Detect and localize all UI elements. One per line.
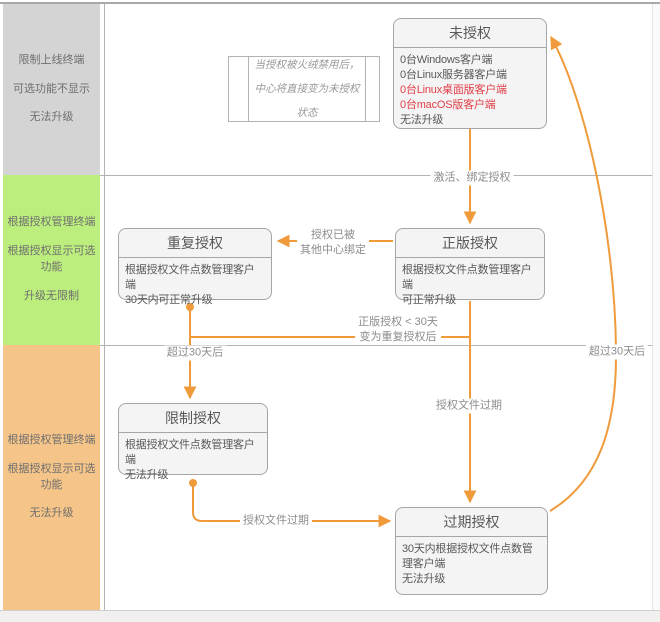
node-duplicate: 重复授权 根据授权文件点数管理客户端 30天内可正常升级 xyxy=(118,228,272,306)
node-expired: 过期授权 30天内根据授权文件点数管理客户端 无法升级 xyxy=(395,507,548,595)
lane-line: 根据授权管理终端 xyxy=(7,433,96,446)
note-text: 当授权被火绒禁用后，中心将直接变为未授权状态 xyxy=(254,59,360,119)
lane-line: 升级无限制 xyxy=(24,289,79,302)
node-title: 限制授权 xyxy=(119,404,267,433)
note-right-bar xyxy=(365,57,366,121)
node-line: 根据授权文件点数管理客户端 xyxy=(125,439,255,466)
node-title: 重复授权 xyxy=(119,229,271,258)
lane-boundary-1 xyxy=(100,175,652,176)
node-line-alert: 0台Linux桌面版客户端 xyxy=(400,84,507,96)
right-margin xyxy=(652,4,660,610)
note-left-bar xyxy=(248,57,249,121)
lane-managed-no-upgrade: 根据授权管理终端 根据授权显示可选功能 无法升级 xyxy=(3,345,100,610)
lane-line: 无法升级 xyxy=(29,507,74,520)
node-line: 无法升级 xyxy=(402,573,446,585)
edge-label-lt-30-days: 正版授权 < 30天 变为重复授权后 xyxy=(355,315,441,345)
node-line: 30天内可正常升级 xyxy=(125,294,213,306)
node-line-alert: 0台macOS版客户端 xyxy=(400,99,496,111)
edge-label-line: 其他中心绑定 xyxy=(300,244,366,256)
lane-line: 根据授权显示可选功能 xyxy=(7,245,96,273)
lane-line: 无法升级 xyxy=(29,111,74,124)
sidebar-divider xyxy=(104,4,105,610)
lane-line: 可选功能不显示 xyxy=(13,82,90,95)
node-line: 根据授权文件点数管理客户端 xyxy=(125,264,255,291)
top-border xyxy=(0,2,660,4)
edge-label-license-expired-bottom: 授权文件过期 xyxy=(240,513,312,529)
node-line: 可正常升级 xyxy=(402,294,456,306)
node-genuine: 正版授权 根据授权文件点数管理客户端 可正常升级 xyxy=(395,228,545,306)
node-unauthorized: 未授权 0台Windows客户端 0台Linux服务器客户端 0台Linux桌面… xyxy=(393,18,547,129)
edge-label-activate: 激活、绑定授权 xyxy=(430,170,514,186)
node-title: 未授权 xyxy=(394,19,546,48)
edge-label-line: 变为重复授权后 xyxy=(359,331,437,343)
bottom-margin xyxy=(0,610,660,622)
lane-managed-upgradable: 根据授权管理终端 根据授权显示可选功能 升级无限制 xyxy=(3,175,100,345)
edge-label-line: 正版授权 < 30天 xyxy=(358,316,438,328)
lane-restricted-terminals: 限制上线终端 可选功能不显示 无法升级 xyxy=(3,4,100,175)
node-title: 过期授权 xyxy=(396,508,547,537)
lane-line: 根据授权管理终端 xyxy=(7,216,96,229)
edge-label-license-expired-mid: 授权文件过期 xyxy=(433,398,505,414)
note-card: 当授权被火绒禁用后，中心将直接变为未授权状态 xyxy=(228,56,380,122)
node-line: 0台Linux服务器客户端 xyxy=(400,69,507,81)
node-line: 0台Windows客户端 xyxy=(400,54,493,66)
node-line: 无法升级 xyxy=(400,114,444,126)
edge-label-bound-by-other: 授权已被 其他中心绑定 xyxy=(297,228,369,258)
lane-line: 限制上线终端 xyxy=(18,53,85,66)
edge-label-line: 授权已被 xyxy=(311,229,355,241)
node-line: 30天内根据授权文件点数管理客户端 xyxy=(402,543,533,570)
edge-label-over-30-right: 超过30天后 xyxy=(585,344,649,360)
lane-line: 根据授权显示可选功能 xyxy=(7,462,96,491)
edge-label-over-30-left: 超过30天后 xyxy=(163,345,227,361)
edge-over-30-to-unauthorized xyxy=(549,35,618,512)
node-line: 无法升级 xyxy=(125,469,169,481)
node-restricted: 限制授权 根据授权文件点数管理客户端 无法升级 xyxy=(118,403,268,481)
node-title: 正版授权 xyxy=(396,229,544,258)
lane-boundary-2 xyxy=(100,345,652,346)
node-line: 根据授权文件点数管理客户端 xyxy=(402,264,532,291)
